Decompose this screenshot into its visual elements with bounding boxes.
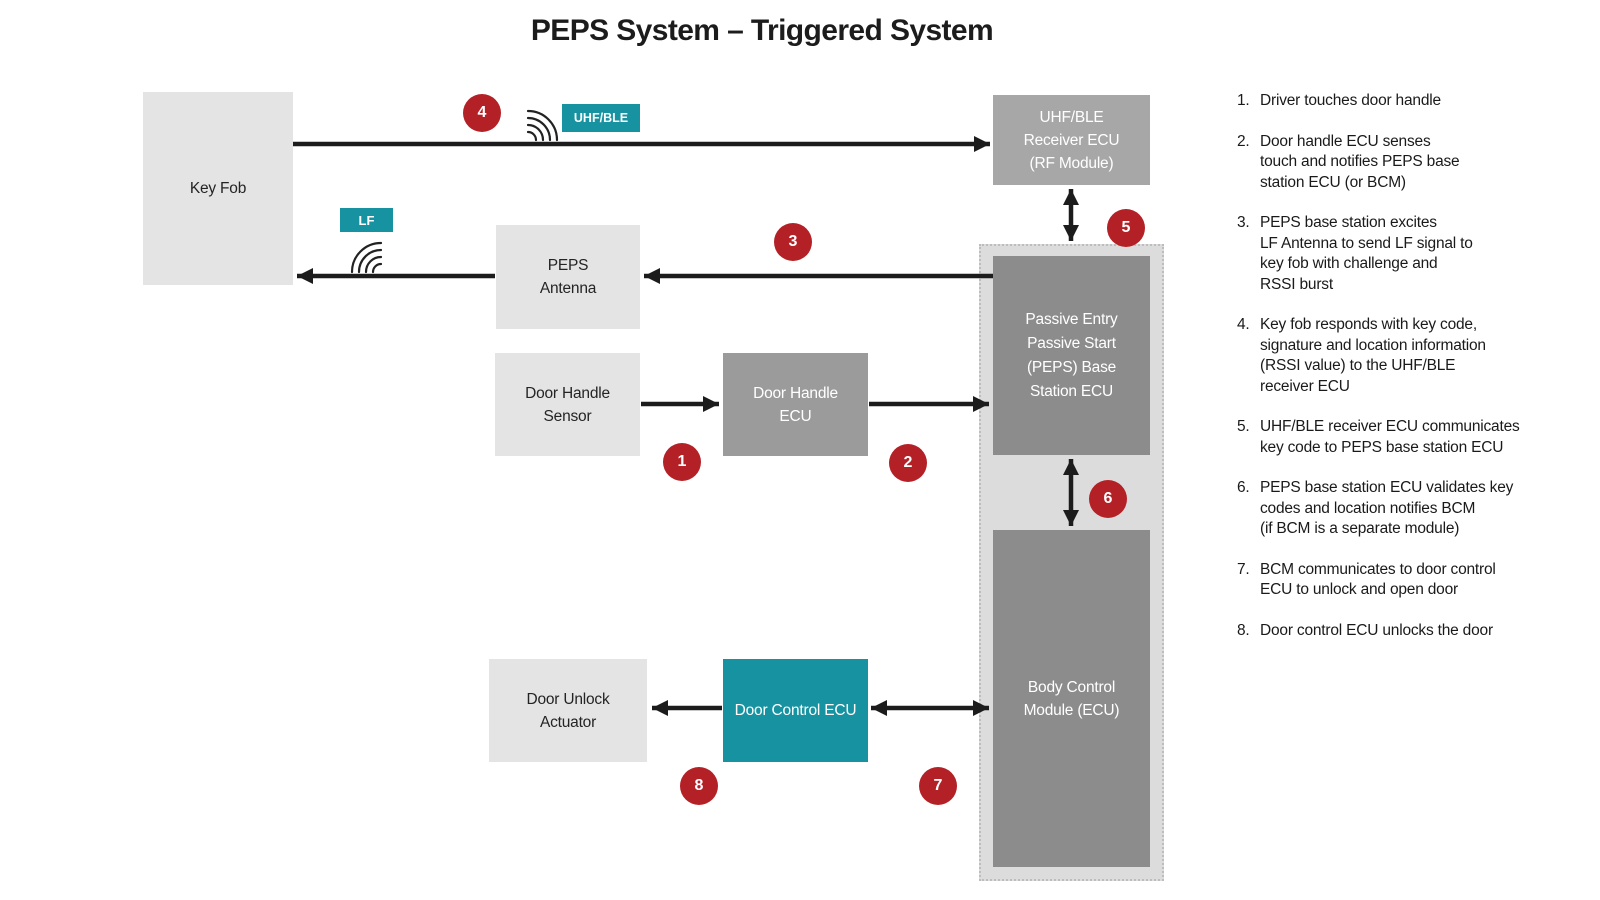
step-marker-2: 2 xyxy=(889,444,927,482)
step-item-4: 4. Key fob responds with key code, signat… xyxy=(1237,315,1537,397)
step-marker-6: 6 xyxy=(1089,480,1127,518)
step-marker-4: 4 xyxy=(463,94,501,132)
node-peps-antenna: PEPS Antenna xyxy=(496,225,640,329)
step-text: Door handle ECU senses touch and notifie… xyxy=(1260,132,1460,191)
step-marker-5: 5 xyxy=(1107,209,1145,247)
step-number: 8. xyxy=(1237,621,1250,639)
step-marker-3: 3 xyxy=(774,223,812,261)
step-item-6: 6. PEPS base station ECU validates key co… xyxy=(1237,478,1537,540)
step-text: BCM communicates to door control ECU to … xyxy=(1260,560,1496,599)
step-number: 1. xyxy=(1237,92,1250,109)
lf-badge: LF xyxy=(340,208,393,232)
step-item-7: 7. BCM communicates to door control ECU t… xyxy=(1237,560,1537,601)
step-item-5: 5. UHF/BLE receiver ECU communicates key … xyxy=(1237,417,1537,458)
step-number: 3. xyxy=(1237,214,1250,231)
step-number: 7. xyxy=(1237,560,1250,578)
step-number: 5. xyxy=(1237,418,1250,435)
node-key-fob: Key Fob xyxy=(143,92,293,285)
uhf-signal-waves-icon xyxy=(526,109,559,142)
step-marker-1: 1 xyxy=(663,443,701,481)
step-item-1: 1. Driver touches door handle xyxy=(1237,91,1537,112)
node-door-handle-sensor: Door Handle Sensor xyxy=(495,353,640,456)
node-door-handle-ecu: Door Handle ECU xyxy=(723,353,868,456)
lf-signal-waves-icon xyxy=(350,241,383,274)
uhf-ble-badge: UHF/BLE xyxy=(562,104,640,132)
node-uhf-ble-receiver-ecu: UHF/BLE Receiver ECU (RF Module) xyxy=(993,95,1150,185)
node-body-control-module: Body Control Module (ECU) xyxy=(993,530,1150,867)
step-marker-8: 8 xyxy=(680,767,718,805)
step-marker-7: 7 xyxy=(919,767,957,805)
step-number: 4. xyxy=(1237,316,1250,333)
step-text: Key fob responds with key code, signatur… xyxy=(1260,316,1486,395)
node-peps-base-station-ecu: Passive Entry Passive Start (PEPS) Base … xyxy=(993,256,1150,455)
step-list: 1. Driver touches door handle 2. Door hand… xyxy=(1237,91,1537,661)
step-item-8: 8. Door control ECU unlocks the door xyxy=(1237,621,1537,642)
page-title: PEPS System – Triggered System xyxy=(530,14,994,47)
node-door-control-ecu: Door Control ECU xyxy=(723,659,868,762)
step-text: UHF/BLE receiver ECU communicates key co… xyxy=(1260,418,1520,456)
step-text: PEPS base station ECU validates key code… xyxy=(1260,479,1514,537)
step-item-3: 3. PEPS base station excites LF Antenna t… xyxy=(1237,213,1537,295)
step-text: Driver touches door handle xyxy=(1260,92,1441,109)
step-number: 6. xyxy=(1237,479,1250,496)
node-door-unlock-actuator: Door Unlock Actuator xyxy=(489,659,647,762)
step-text: PEPS base station excites LF Antenna to … xyxy=(1260,214,1473,293)
step-number: 2. xyxy=(1237,132,1250,150)
step-text: Door control ECU unlocks the door xyxy=(1260,621,1493,639)
step-item-2: 2. Door handle ECU senses touch and notif… xyxy=(1237,132,1537,194)
